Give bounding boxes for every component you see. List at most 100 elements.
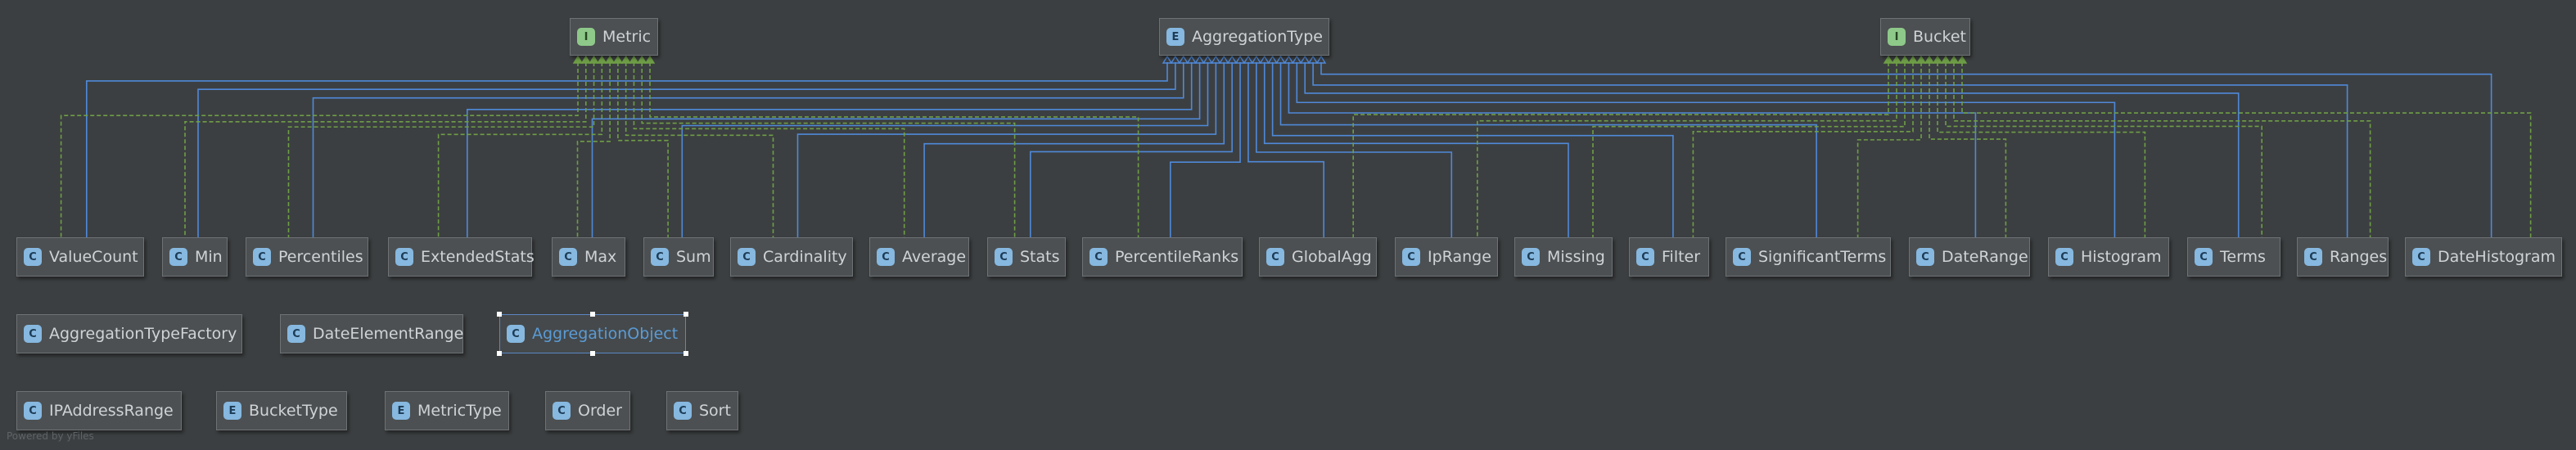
bucket-impl-edge-arrowhead [1924,55,1935,64]
class-icon: C [1089,248,1108,266]
class-node-label: Stats [1020,248,1060,266]
class-node-label: Bucket [1913,28,1966,46]
class-node-max[interactable]: C Max [552,237,625,277]
realization-edge-arrowhead [1315,55,1327,64]
selection-handle[interactable] [497,312,502,317]
selection-handle[interactable] [683,351,688,356]
metric-impl-edge-arrowhead [572,55,584,64]
realization-edge-min [197,62,1176,237]
class-node-filter[interactable]: C Filter [1629,237,1709,277]
class-node-label: Missing [1547,248,1605,266]
realization-edge-arrowhead [1170,55,1181,64]
class-icon: C [1916,248,1934,266]
realization-edge-cardinality [796,62,1217,237]
class-node-label: ValueCount [49,248,138,266]
realization-edge-max [591,62,1201,237]
bucket-impl-edge-terms [1945,62,2262,237]
realization-edge-arrowhead [1202,55,1213,64]
realization-edge-terms [1304,62,2240,237]
metric-impl-edge-arrowhead [580,55,592,64]
bucket-impl-edge-globalagg [1352,62,1889,237]
class-node-missing[interactable]: C Missing [1514,237,1613,277]
class-node-histogram[interactable]: C Histogram [2048,237,2169,277]
realization-edge-histogram [1296,62,2116,237]
realization-edge-arrowhead [1307,55,1319,64]
class-node-bucket[interactable]: I Bucket [1880,18,1970,56]
class-icon: C [559,248,577,266]
realization-edge-arrowhead [1292,55,1302,64]
realization-edge-datehistogram [1320,62,2493,237]
metric-impl-edge-arrowhead [612,55,624,64]
metric-impl-edge-sum [617,62,669,237]
class-node-label: Terms [2220,248,2266,266]
class-icon: C [1522,248,1540,266]
class-icon: C [2412,248,2430,266]
class-icon: C [395,248,413,266]
selection-handle[interactable] [497,351,502,356]
class-icon: C [2055,248,2073,266]
metric-impl-edge-arrowhead [597,55,607,64]
class-node-label: Max [584,248,617,266]
class-icon: C [1402,248,1420,266]
class-node-label: Average [902,248,967,266]
class-node-label: DateRange [1942,248,2028,266]
class-node-label: BucketType [249,402,338,420]
class-node-label: SignificantTerms [1758,248,1887,266]
selection-handle[interactable] [590,312,595,317]
powered-by-footer: Powered by yFiles [7,430,94,442]
class-node-label: Filter [1662,248,1701,266]
bucket-impl-edge-arrowhead [1948,55,1960,64]
class-node-label: Min [195,248,223,266]
class-node-label: AggregationObject [532,325,679,343]
bucket-impl-edge-arrowhead [1899,55,1911,64]
realization-edge-arrowhead [1186,55,1197,64]
bucket-impl-edge-daterange [1929,62,2007,237]
bucket-impl-edge-filter [1692,62,1914,237]
bucket-impl-edge-histogram [1937,62,2146,237]
class-node-daterange[interactable]: C DateRange [1909,237,2030,277]
class-icon: C [2304,248,2322,266]
interface-icon: I [1888,28,1906,46]
bucket-impl-edge-significantterms [1856,62,1922,237]
realization-edge-globalagg [1247,62,1324,237]
class-node-label: Cardinality [763,248,847,266]
class-node-label: Histogram [2081,248,2162,266]
metric-impl-edge-average [633,62,905,237]
realization-edge-arrowhead [1178,55,1189,64]
class-icon: C [1636,248,1654,266]
realization-edge-arrowhead [1283,55,1294,64]
metric-impl-edge-extendedstats [437,62,603,237]
class-node-label: Sort [699,402,731,420]
selection-handle[interactable] [590,351,595,356]
realization-edge-arrowhead [1211,55,1221,64]
realization-edge-sum [681,62,1209,237]
selection-handle[interactable] [683,312,688,317]
bucket-impl-edge-datehistogram [1961,62,2532,237]
